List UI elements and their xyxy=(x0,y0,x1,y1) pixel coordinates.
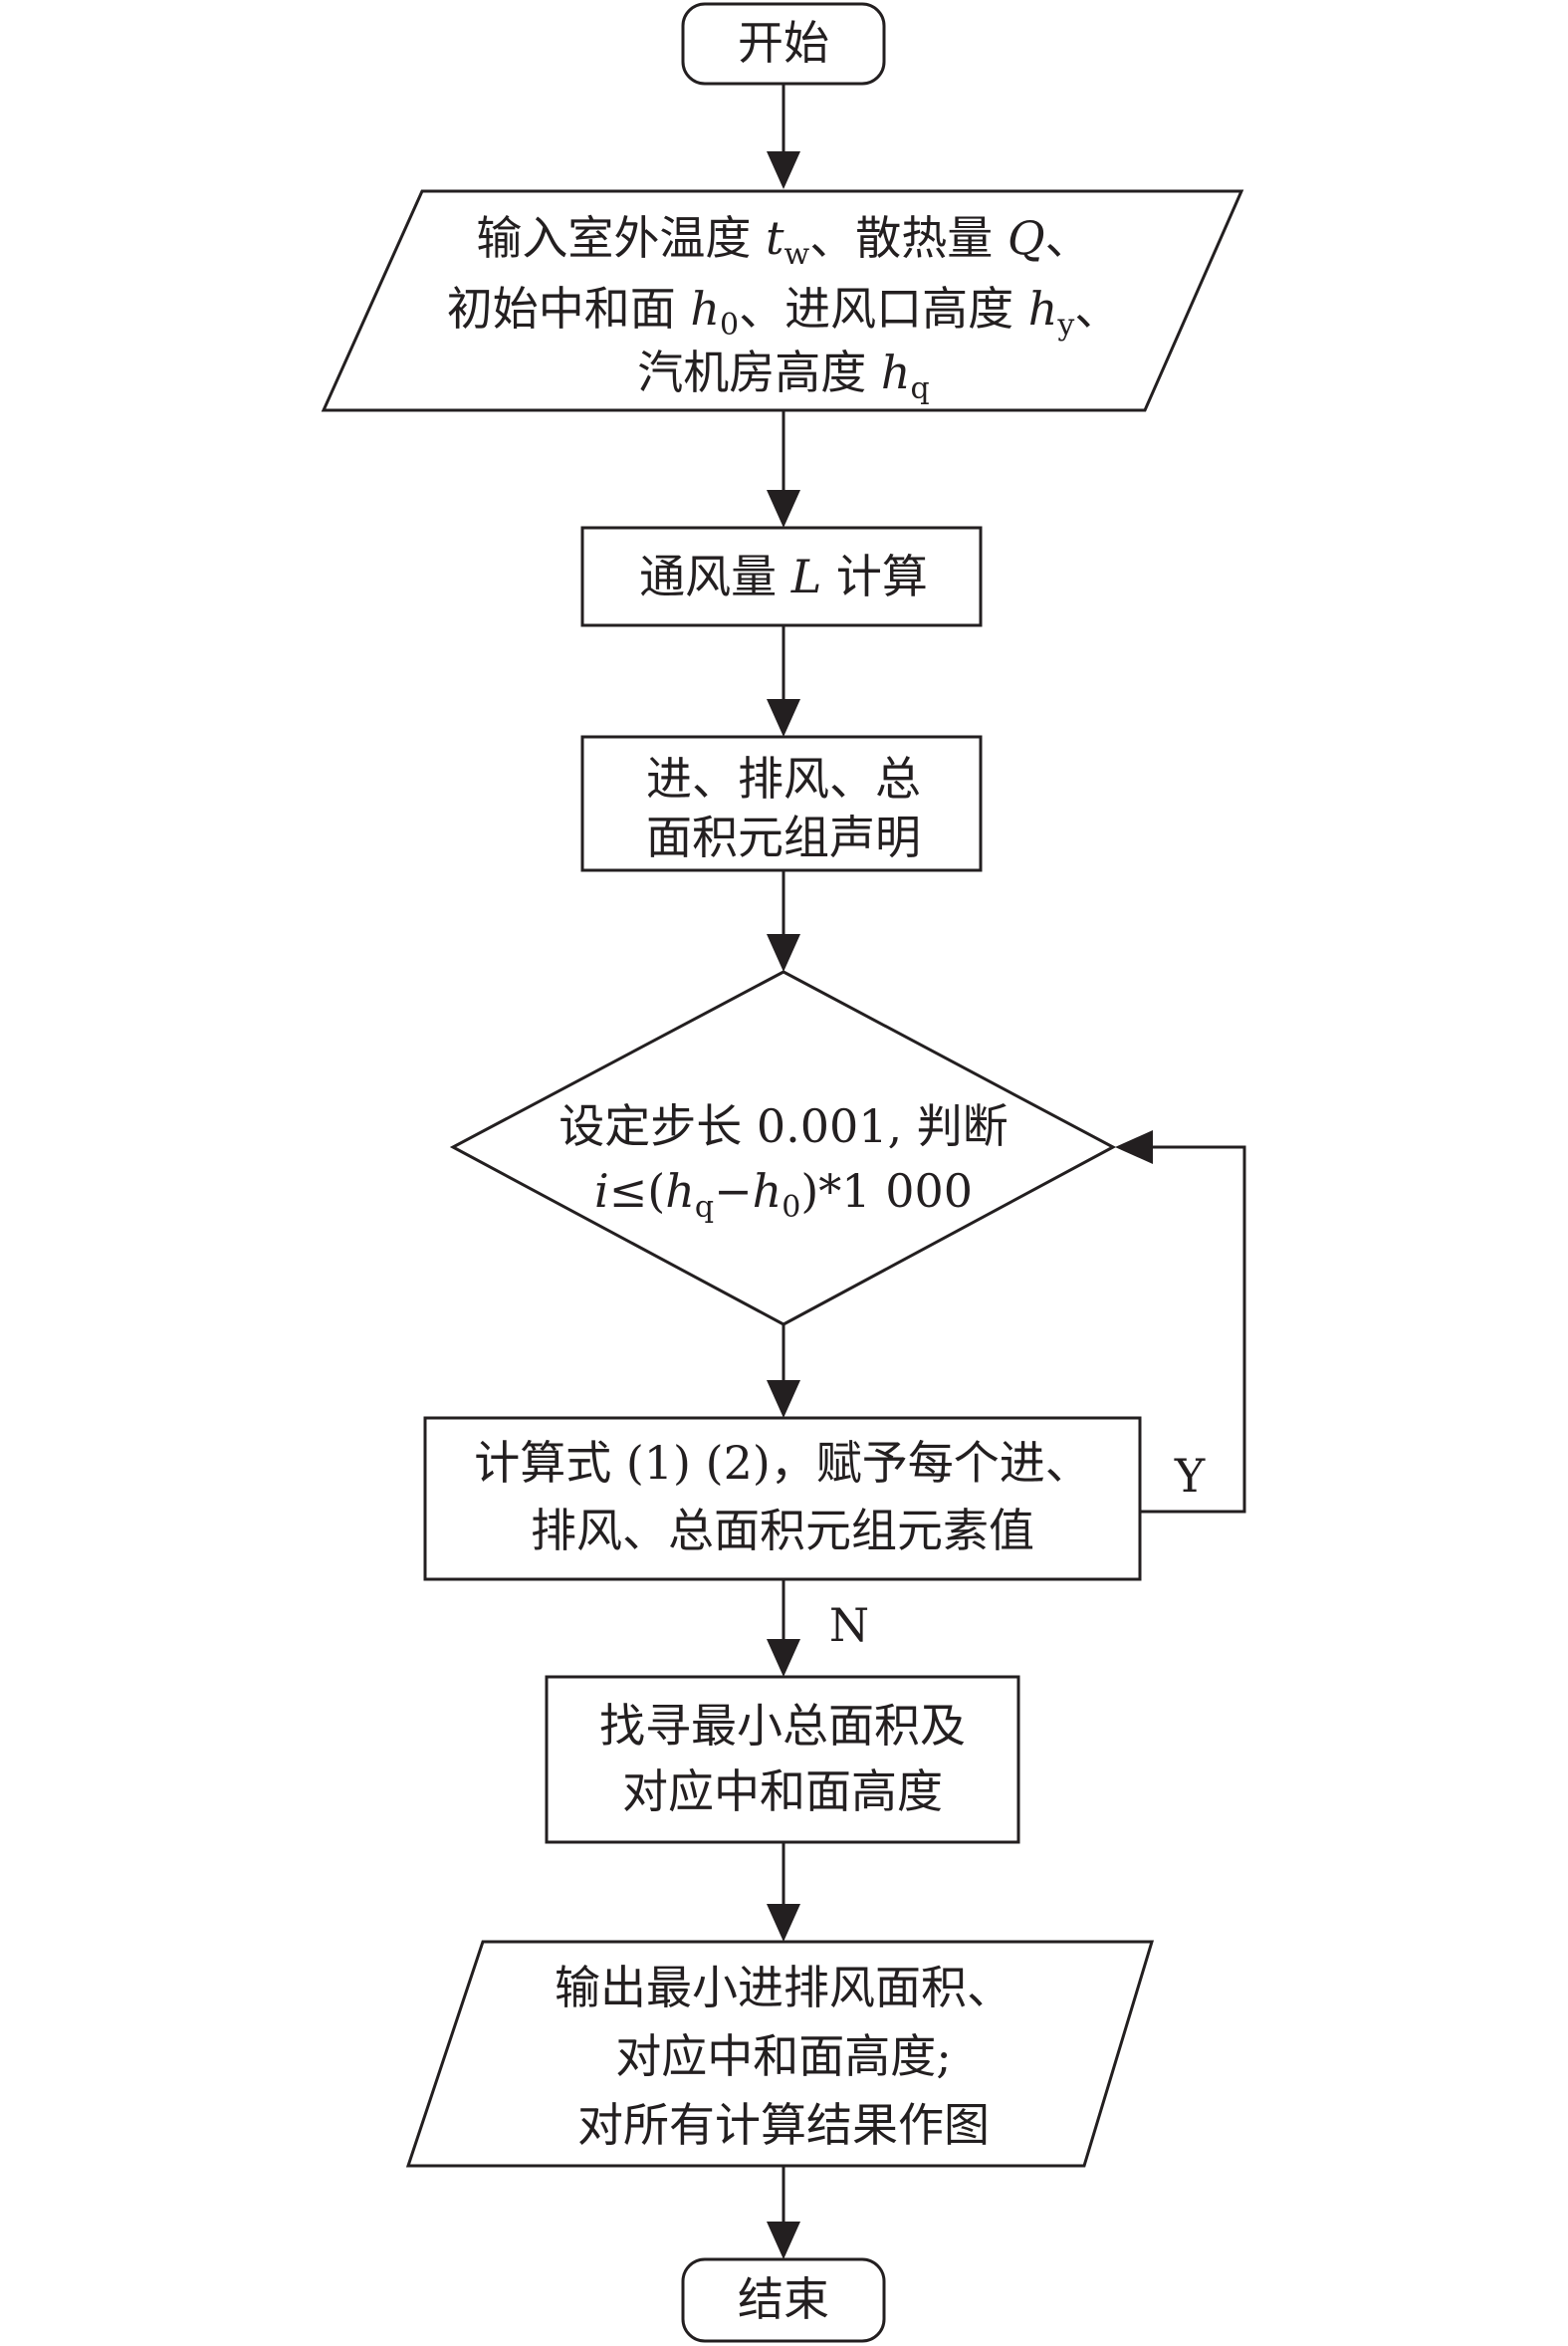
arrowhead-loop xyxy=(1115,1130,1153,1164)
start-terminator xyxy=(681,2,886,86)
arrowhead-input xyxy=(767,151,800,189)
end-label: 结束 xyxy=(738,2272,829,2326)
decision-line-1: 设定步长 0.001, 判断 xyxy=(559,1099,1008,1153)
compute-line-1: 计算式 (1) (2)，赋予每个进、 xyxy=(474,1436,1091,1490)
loop-back-line xyxy=(1140,1145,1246,1514)
find-node: 找寻最小总面积及 对应中和面高度 xyxy=(545,1675,1020,1844)
find-line-1: 找寻最小总面积及 xyxy=(599,1699,966,1753)
declare-line-2: 面积元组声明 xyxy=(646,811,921,864)
compute-box xyxy=(423,1416,1142,1581)
decision-diamond xyxy=(449,970,1117,1326)
no-label: N xyxy=(829,1598,869,1652)
declare-node: 进、排风、总 面积元组声明 xyxy=(580,735,983,872)
input-parallelogram xyxy=(321,189,1244,412)
arrowhead-decision xyxy=(767,934,800,972)
arrowhead-compute xyxy=(767,1380,800,1418)
input-line-1: 输入室外温度 tw、散热量 Q、 xyxy=(476,211,1090,272)
input-line-3: 汽机房高度 hq xyxy=(637,346,929,406)
arrowhead-find xyxy=(767,1639,800,1677)
input-line-2: 初始中和面 h0、进风口高度 hy、 xyxy=(447,282,1121,343)
decision-node: 设定步长 0.001, 判断 i≤(hq−h0)*1 000 xyxy=(449,970,1117,1326)
output-parallelogram xyxy=(405,1940,1155,2168)
output-line-1: 输出最小进排风面积、 xyxy=(555,1961,1012,2014)
end-node: 结束 xyxy=(681,2257,886,2343)
arrowhead-calc xyxy=(767,490,800,528)
arrowhead-declare xyxy=(767,699,800,737)
calc-airflow-label: 通风量 L 计算 xyxy=(639,550,928,603)
connectors xyxy=(767,84,1246,2259)
find-box xyxy=(545,1675,1020,1844)
find-line-2: 对应中和面高度 xyxy=(622,1764,943,1818)
output-line-3: 对所有计算结果作图 xyxy=(577,2098,990,2152)
output-line-2: 对应中和面高度; xyxy=(615,2029,952,2083)
input-node: 输入室外温度 tw、散热量 Q、 初始中和面 h0、进风口高度 hy、 汽机房高… xyxy=(321,189,1244,412)
calc-airflow-box xyxy=(580,526,983,627)
decision-line-2: i≤(hq−h0)*1 000 xyxy=(594,1164,973,1225)
compute-node: 计算式 (1) (2)，赋予每个进、 排风、总面积元组元素值 xyxy=(423,1416,1142,1581)
start-label: 开始 xyxy=(738,16,829,70)
yes-label: Y xyxy=(1174,1449,1206,1503)
arrowhead-output xyxy=(767,1904,800,1942)
declare-box xyxy=(580,735,983,872)
output-node: 输出最小进排风面积、 对应中和面高度; 对所有计算结果作图 xyxy=(405,1940,1155,2168)
end-terminator xyxy=(681,2257,886,2343)
calc-airflow-node: 通风量 L 计算 xyxy=(580,526,983,627)
declare-line-1: 进、排风、总 xyxy=(646,752,921,806)
compute-line-2: 排风、总面积元组元素值 xyxy=(531,1504,1034,1557)
start-node: 开始 xyxy=(681,2,886,86)
arrowhead-end xyxy=(767,2222,800,2259)
